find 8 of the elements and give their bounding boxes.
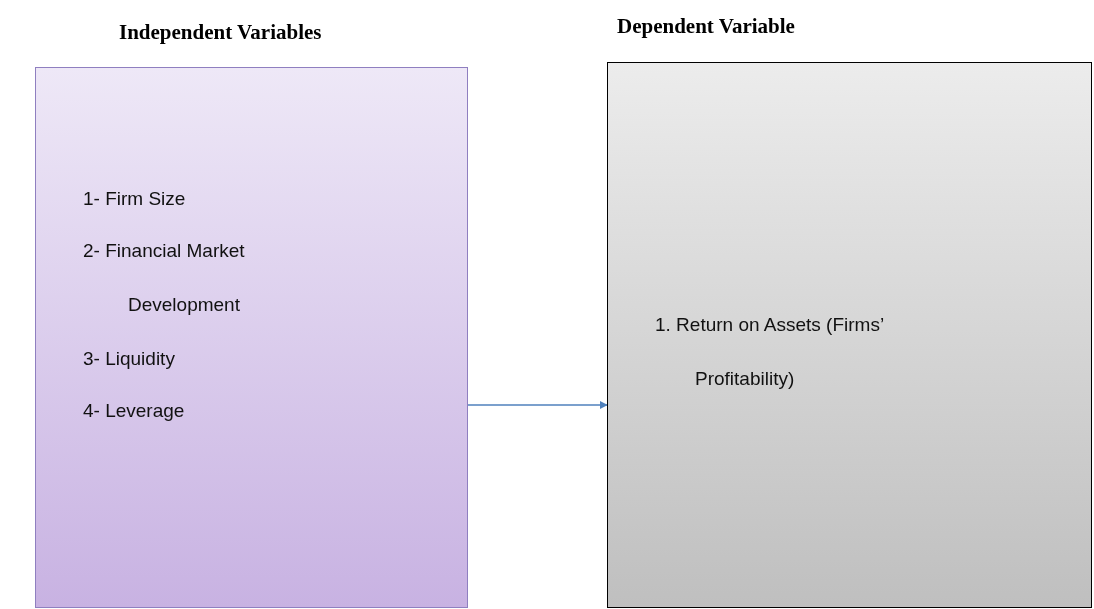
list-item: 1. Return on Assets (Firms’ Profitability)	[655, 313, 885, 391]
list-item: 3- Liquidity	[83, 347, 176, 371]
column-heading: Dependent Variable	[617, 14, 795, 39]
list-item: 2- Financial Market Development	[83, 239, 246, 317]
list-item: 1- Firm Size	[83, 187, 187, 211]
column-heading: Independent Variables	[119, 20, 322, 45]
arrow	[467, 401, 608, 409]
list-item: 4- Leverage	[83, 399, 186, 423]
